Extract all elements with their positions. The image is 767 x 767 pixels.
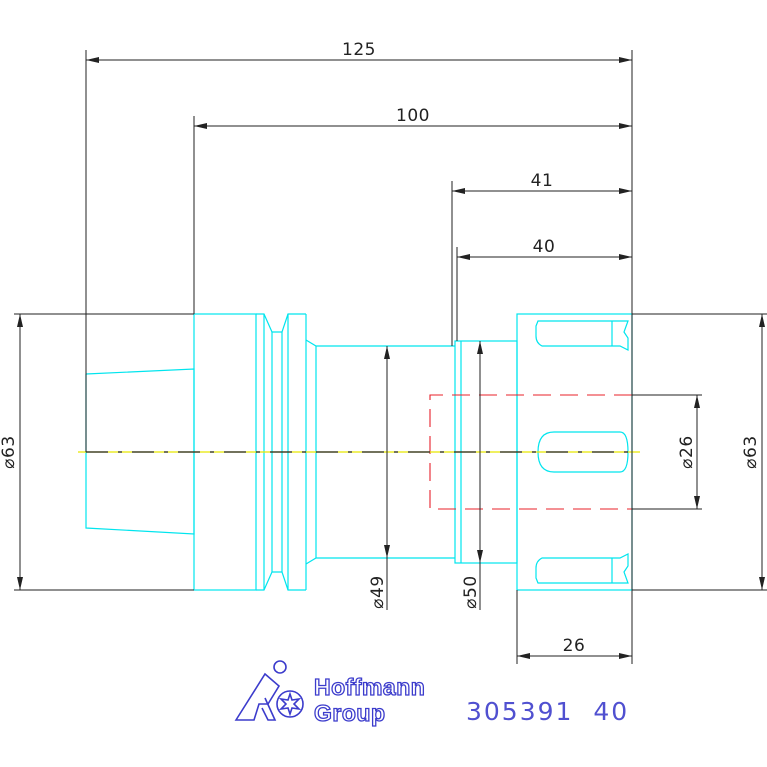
logo-gear-star xyxy=(278,691,302,717)
arrow-dia26-bottom xyxy=(694,496,700,509)
logo-figure-arm xyxy=(261,697,277,721)
arrow-41-right xyxy=(619,188,632,194)
arrow-125-right xyxy=(619,57,632,63)
logo-text-hoffmann: Hoffmann xyxy=(314,674,425,700)
arrow-dia50-bottom xyxy=(477,550,483,563)
hoffmann-group-logo: Hoffmann Group xyxy=(234,660,425,727)
dimension-labels: 125 100 41 40 26 ⌀63 ⌀63 ⌀26 ⌀49 ⌀50 xyxy=(0,40,761,656)
dim-label-dia63-right: ⌀63 xyxy=(741,435,761,468)
arrow-dia63-right-bottom xyxy=(759,577,765,590)
arrow-dia63-right-top xyxy=(759,314,765,327)
arrow-100-left xyxy=(194,123,207,129)
logo-gear xyxy=(276,690,304,718)
dim-label-100: 100 xyxy=(396,106,430,126)
v-groove-top xyxy=(256,313,306,333)
collet-slot-top xyxy=(535,320,629,351)
collet-slot-bottom xyxy=(535,553,629,584)
arrow-125-left xyxy=(86,57,99,63)
arrow-26-left xyxy=(517,653,530,659)
arrow-dia49-top xyxy=(384,346,390,359)
dim-label-dia63-left: ⌀63 xyxy=(0,435,19,468)
part-number: 305391 40 xyxy=(466,697,629,726)
arrow-41-left xyxy=(452,188,465,194)
arrow-dia50-top xyxy=(477,341,483,354)
arrow-dia63-left-bottom xyxy=(17,577,23,590)
dim-label-41: 41 xyxy=(531,171,554,191)
arrow-dia26-top xyxy=(694,395,700,408)
arrow-40-right xyxy=(619,254,632,260)
logo-figure-head xyxy=(273,660,287,674)
shoulder-bottom xyxy=(305,557,455,565)
arrow-dia49-bottom xyxy=(384,545,390,558)
dim-label-125: 125 xyxy=(342,40,376,60)
arrow-40-left xyxy=(457,254,470,260)
shoulder-top xyxy=(305,339,455,347)
v-groove-bottom xyxy=(256,571,306,591)
arrow-dia63-left-top xyxy=(17,314,23,327)
arrow-26-right xyxy=(619,653,632,659)
dim-label-dia26: ⌀26 xyxy=(677,435,697,468)
dimension-lines xyxy=(14,50,767,664)
dim-label-dia50: ⌀50 xyxy=(461,575,481,608)
arrow-100-right xyxy=(619,123,632,129)
dim-label-26: 26 xyxy=(563,636,586,656)
arrowheads xyxy=(17,57,765,659)
dim-label-40: 40 xyxy=(533,237,556,257)
dim-label-dia49: ⌀49 xyxy=(368,575,388,608)
hoffmann-logo-mark xyxy=(234,660,304,721)
logo-text-group: Group xyxy=(314,700,386,726)
